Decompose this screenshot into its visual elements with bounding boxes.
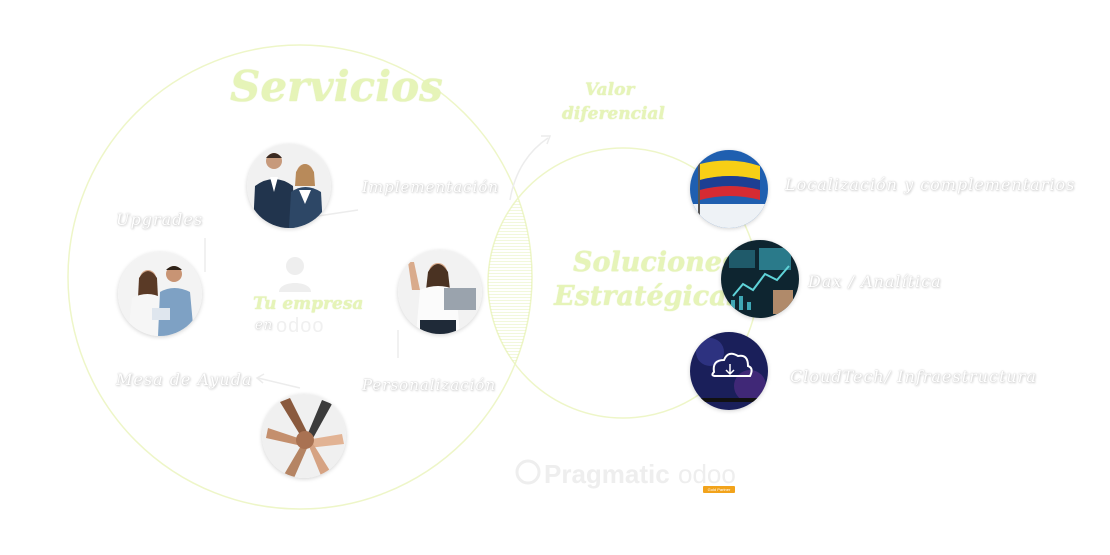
center-en: en [255, 318, 274, 333]
soluciones-title-line1: Soluciones [573, 247, 738, 278]
photo-upgrades-team [118, 252, 202, 336]
photo-implementacion-team [247, 144, 331, 228]
servicios-title: Servicios [230, 62, 443, 111]
photo-personalizacion-woman [398, 250, 482, 334]
user-icon [279, 257, 311, 292]
center-odoo-logo: odoo [276, 315, 325, 337]
label-data-analitica: Dax / Analítica [808, 272, 942, 291]
photo-cloudtech [690, 332, 768, 410]
arrow-mesa [257, 377, 301, 389]
arrow-implementacion [317, 209, 359, 217]
valor-diferencial-line1: Valor [585, 80, 635, 100]
pragmatic-logo-icon [515, 459, 541, 485]
valor-diferencial-line2: diferencial [562, 104, 665, 124]
center-tu-empresa: Tu empresa [253, 294, 364, 314]
label-upgrades: Upgrades [116, 210, 204, 229]
label-implementacion: Implementación [362, 178, 500, 196]
photo-data-analitica [721, 240, 799, 318]
photo-colombia-flag [690, 150, 768, 228]
label-personalizacion: Personalización [362, 376, 497, 394]
pragmatic-wordmark: Pragmatic [544, 459, 670, 489]
odoo-wordmark: odoo [678, 459, 736, 489]
label-mesa-ayuda: Mesa de Ayuda [116, 370, 253, 389]
arrow-valor [509, 137, 549, 201]
label-localizacion: Localización y complementarios [785, 175, 1076, 194]
label-cloudtech: CloudTech/ Infraestructura [790, 367, 1037, 386]
photo-mesa-ayuda-hands [262, 394, 346, 478]
gold-partner-badge: Gold Partner [703, 486, 735, 493]
soluciones-title-line2: Estratégicas [554, 281, 742, 312]
